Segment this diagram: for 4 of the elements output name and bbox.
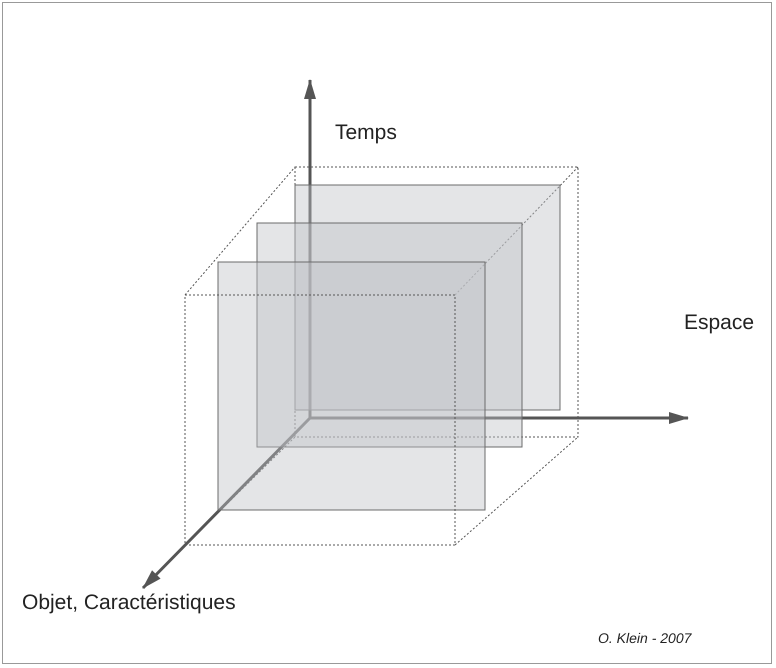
axis-label: Temps	[335, 120, 397, 146]
axis-label: Objet, Caractéristiques	[22, 590, 237, 616]
axis-label: Espace	[684, 310, 754, 336]
author-credit: O. Klein - 2007	[598, 629, 692, 648]
